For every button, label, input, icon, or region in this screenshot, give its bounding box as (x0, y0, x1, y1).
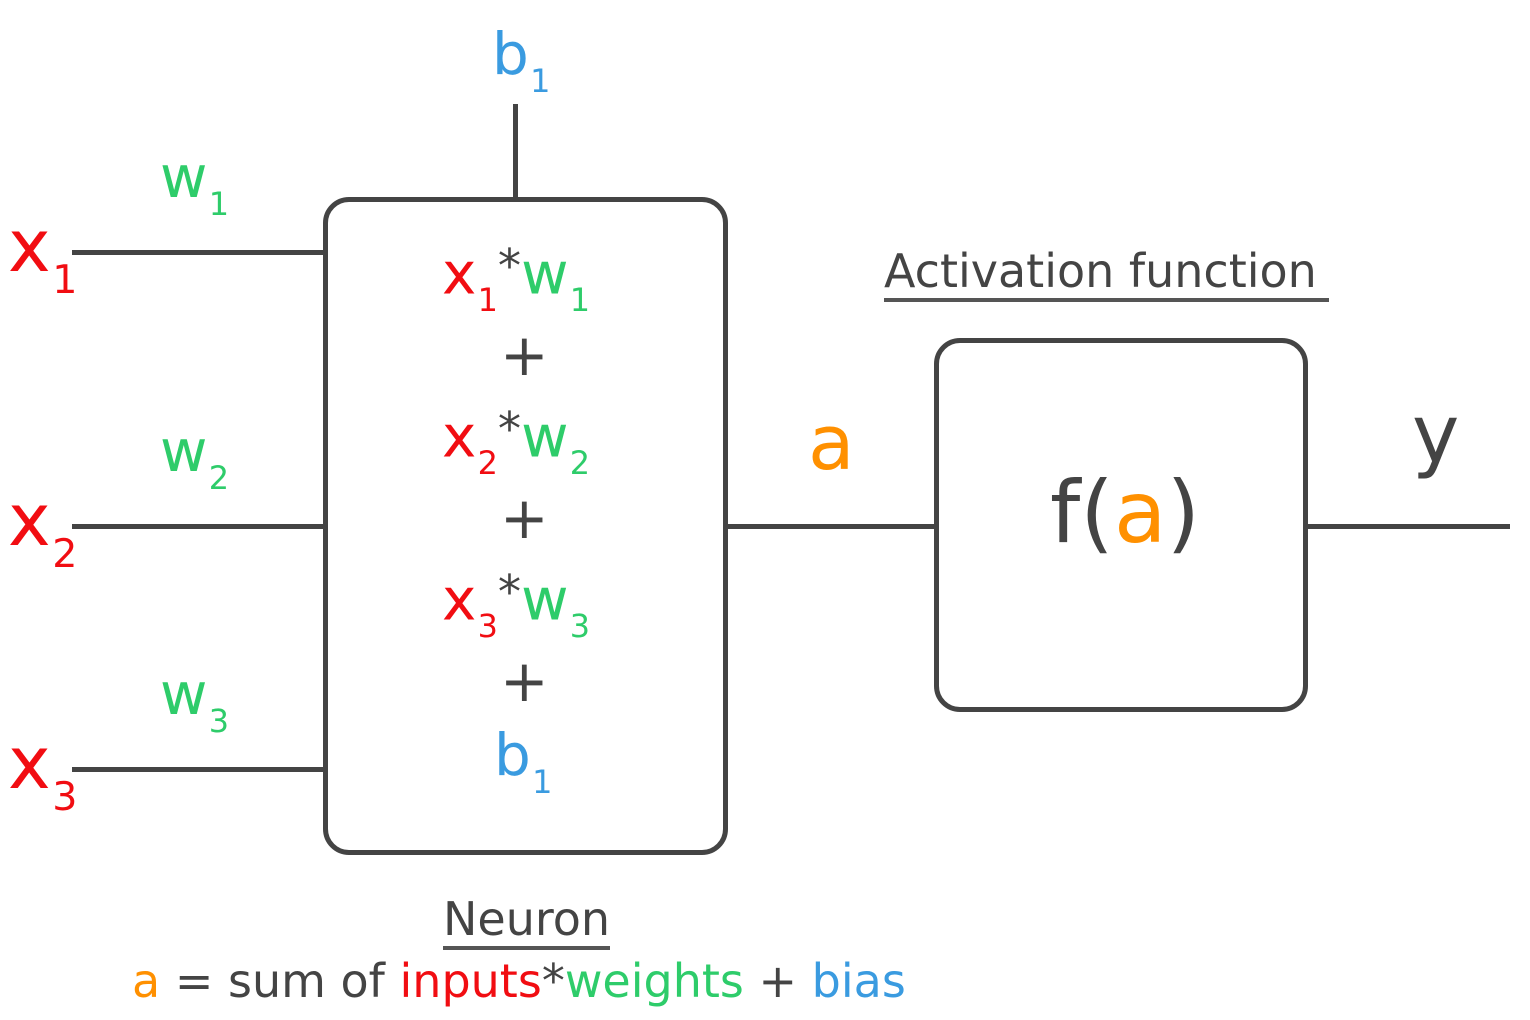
activation-title: Activation function (884, 248, 1329, 302)
term-2: x2*w2 (442, 402, 591, 483)
sum-line (725, 524, 939, 529)
weight-w2: w2 (160, 417, 229, 497)
output-line (1305, 524, 1510, 529)
weight-w3: w3 (160, 660, 229, 740)
neuron-title: Neuron (443, 896, 611, 950)
input-line-3 (72, 767, 328, 772)
plus-2: + (500, 484, 549, 552)
input-x1: x1 (8, 204, 78, 303)
plus-1: + (500, 321, 549, 389)
activation-box (934, 338, 1308, 712)
plus-3: + (500, 647, 549, 715)
neuron-box (323, 197, 728, 855)
term-1: x1*w1 (442, 239, 591, 320)
activation-formula: f(a) (1050, 463, 1201, 563)
term-3: x3*w3 (442, 565, 591, 646)
weight-w1: w1 (160, 143, 229, 223)
sum-label: a (808, 398, 855, 487)
input-x2: x2 (8, 478, 78, 577)
input-line-1 (72, 250, 328, 255)
input-line-2 (72, 524, 328, 529)
bias-line (513, 104, 518, 200)
formula-caption: a = sum of inputs*weights + bias (132, 954, 906, 1008)
input-x3: x3 (8, 721, 78, 820)
bias-label: b1 (492, 20, 551, 100)
neuron-bias: b1 (494, 721, 553, 801)
output-label: y (1412, 388, 1460, 481)
